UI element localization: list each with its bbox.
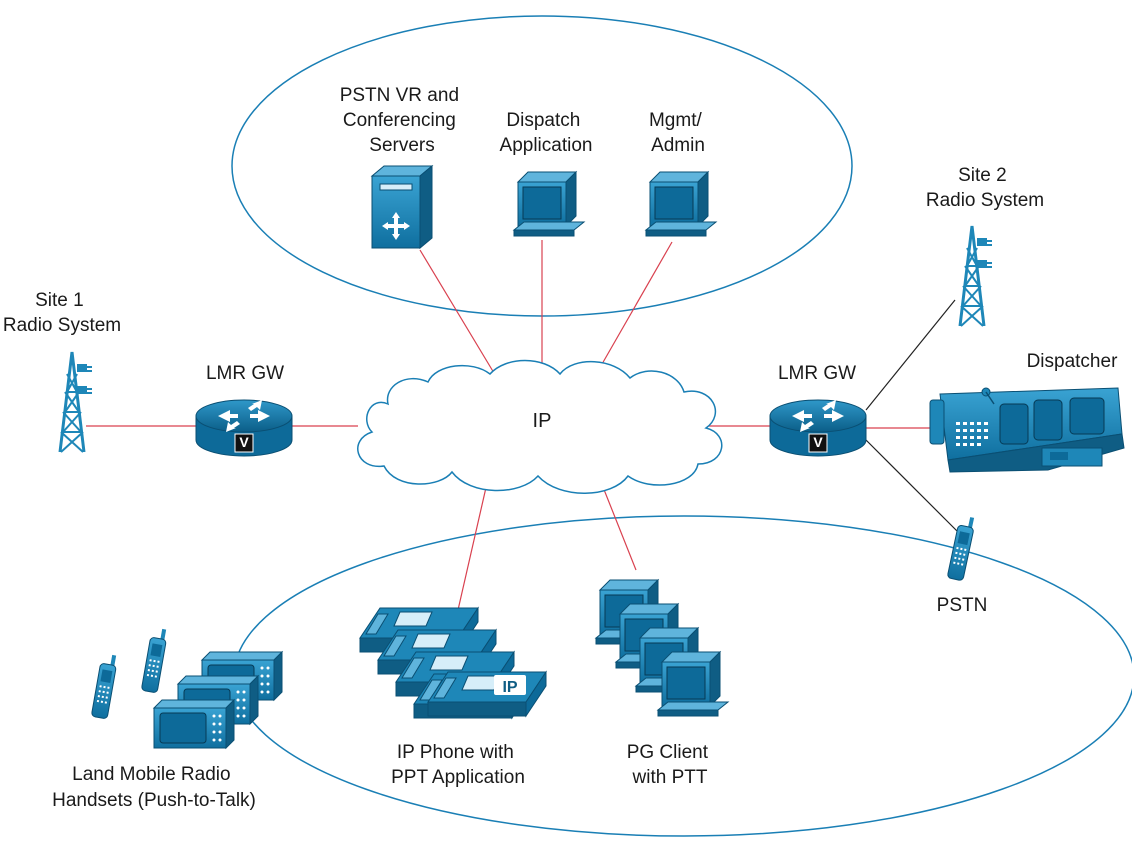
router-left-badge: V [239, 434, 249, 450]
link-mgmt-ip [593, 241, 673, 379]
mgmt-workstation-icon [645, 171, 717, 237]
pstn: PSTN [937, 514, 988, 616]
ip-phone-badge-bg [494, 675, 526, 695]
pstn-servers-label: PSTN VR and Conferencing Servers [340, 85, 465, 156]
ip-phone-badge: IP [502, 679, 517, 696]
pg-client-label: PG Client with PTT [627, 742, 714, 788]
link-gw-site2 [865, 299, 956, 411]
mgmt-admin-label: Mgmt/ Admin [649, 110, 707, 156]
link-servers-ip [419, 249, 498, 379]
lmr-gw-left-label: LMR GW [206, 363, 284, 384]
server-icon [370, 164, 434, 250]
dispatch-app-label: Dispatch Application [500, 110, 593, 156]
lmr-handsets-label: Land Mobile Radio Handsets (Push-to-Talk… [52, 764, 256, 811]
mgmt-admin: Mgmt/ Admin [645, 110, 717, 237]
pg-workstation-icon [657, 651, 729, 717]
site1-label: Site 1 Radio System [3, 290, 121, 336]
ip-phone-label: IP Phone with PPT Application [391, 742, 525, 788]
ip-phones-group: IP IP Phone with PPT Application [359, 607, 547, 788]
pg-clients-group: PG Client with PTT [595, 579, 729, 788]
lmr-gw-left: LMR GW V [195, 363, 293, 457]
site2-radio-system: Site 2 Radio System [926, 165, 1044, 328]
pstn-label: PSTN [937, 595, 988, 616]
site2-label: Site 2 Radio System [926, 165, 1044, 211]
dispatcher-label: Dispatcher [1027, 351, 1118, 372]
link-gw-pstn [865, 439, 959, 533]
lmr-handsets-group: Land Mobile Radio Handsets (Push-to-Talk… [52, 626, 283, 811]
site1-tower-icon [58, 350, 94, 454]
router-right-badge: V [813, 434, 823, 450]
lmr-gw-right-label: LMR GW [778, 363, 856, 384]
pstn-vr-servers: PSTN VR and Conferencing Servers [340, 85, 465, 250]
handset-icon [90, 652, 119, 720]
site2-tower-icon [958, 224, 994, 328]
dispatch-workstation-icon [513, 171, 585, 237]
dispatcher: Dispatcher [929, 351, 1125, 473]
link-ip-phones [457, 469, 491, 611]
ip-cloud-label: IP [533, 410, 552, 432]
ip-phone-icon [427, 671, 547, 717]
ip-cloud: IP [357, 359, 723, 494]
site1-radio-system: Site 1 Radio System [3, 290, 121, 454]
dispatcher-console-icon [929, 387, 1125, 473]
dispatch-application: Dispatch Application [500, 110, 593, 237]
mobile-radio-icon [153, 699, 235, 749]
lmr-gw-right: LMR GW V [769, 363, 867, 457]
handset-icon [140, 626, 169, 694]
